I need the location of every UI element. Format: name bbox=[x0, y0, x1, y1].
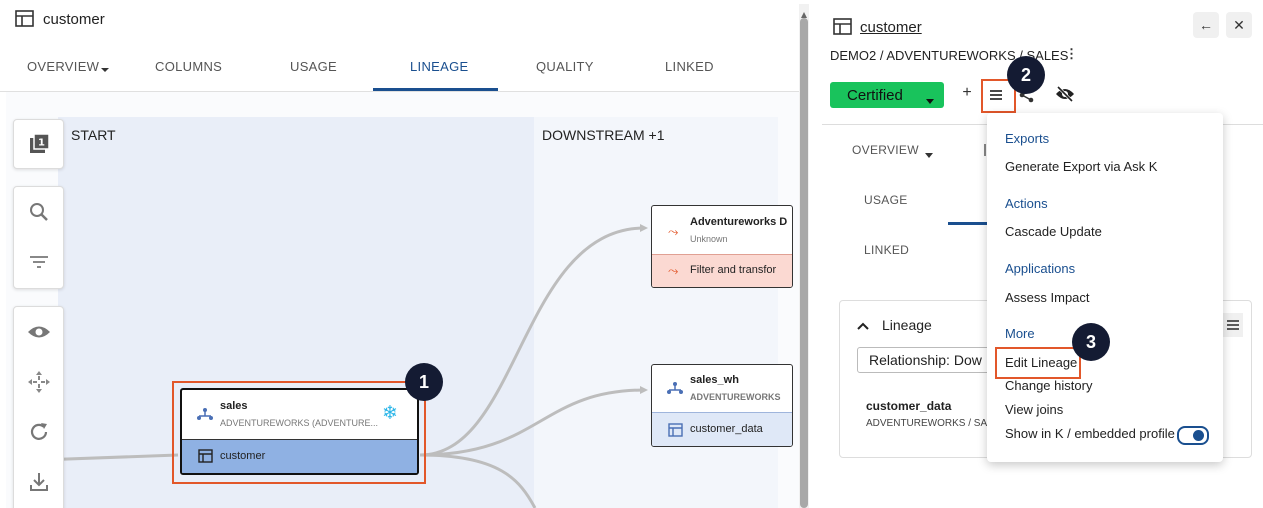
toggle-knob bbox=[1193, 430, 1204, 441]
search-icon[interactable] bbox=[14, 197, 63, 227]
process-icon: ⤳ bbox=[668, 224, 679, 239]
sales-wh-node[interactable]: sales_wh ADVENTUREWORKS customer_data bbox=[651, 364, 793, 447]
menu-icon[interactable] bbox=[983, 82, 1009, 108]
menu-item-edit-lineage[interactable]: Edit Lineage bbox=[1005, 355, 1078, 370]
schema-icon bbox=[196, 406, 214, 427]
center-focus-icon[interactable] bbox=[14, 367, 63, 397]
chevron-up-icon[interactable] bbox=[857, 317, 869, 335]
lineage-section-title: Lineage bbox=[882, 317, 932, 333]
step-badge-3: 3 bbox=[1072, 323, 1110, 361]
tab-usage[interactable]: USAGE bbox=[290, 59, 338, 74]
menu-icon[interactable] bbox=[1223, 313, 1243, 337]
menu-item-generate-export[interactable]: Generate Export via Ask K bbox=[1005, 159, 1158, 174]
sales-wh-node-title: sales_wh bbox=[690, 374, 739, 386]
caret-down-icon bbox=[925, 92, 935, 110]
menu-heading-actions: Actions bbox=[1005, 196, 1048, 211]
close-icon[interactable]: ✕ bbox=[1226, 12, 1252, 38]
step-badge-1: 1 bbox=[405, 363, 443, 401]
more-vert-icon[interactable]: ⋮ bbox=[1065, 46, 1078, 61]
tab-divider bbox=[0, 91, 800, 92]
sales-wh-node-subtitle: ADVENTUREWORKS bbox=[690, 392, 781, 402]
sales-node-subtitle: ADVENTUREWORKS (ADVENTURE... bbox=[220, 418, 379, 428]
menu-item-cascade-update[interactable]: Cascade Update bbox=[1005, 224, 1102, 239]
relationship-select-value: Relationship: Dow bbox=[869, 352, 982, 368]
scrollbar-thumb[interactable] bbox=[800, 18, 808, 508]
toolbar-group-view: 1 bbox=[13, 119, 64, 169]
snowflake-icon: ❄ bbox=[382, 403, 398, 424]
menu-heading-exports: Exports bbox=[1005, 131, 1050, 146]
show-in-k-toggle[interactable] bbox=[1177, 426, 1209, 445]
table-icon bbox=[833, 18, 853, 41]
menu-item-view-joins[interactable]: View joins bbox=[1005, 402, 1064, 417]
back-arrow-icon[interactable]: ← bbox=[1193, 12, 1219, 38]
tab-partial bbox=[984, 144, 986, 156]
table-icon bbox=[668, 423, 683, 443]
tab-linked[interactable]: LINKED bbox=[665, 59, 714, 74]
eye-off-icon[interactable] bbox=[1055, 85, 1075, 108]
highlight-box-sales bbox=[172, 381, 426, 484]
sales-node[interactable]: sales ADVENTUREWORKS (ADVENTURE... ❄ cus… bbox=[180, 388, 419, 475]
actions-dropdown-menu: Exports Generate Export via Ask K Action… bbox=[987, 113, 1223, 462]
download-icon[interactable] bbox=[14, 467, 63, 497]
adventureworks-node[interactable]: ⤳ Adventureworks D Unknown ⤳ Filter and … bbox=[651, 205, 793, 288]
svg-text:1: 1 bbox=[38, 138, 45, 149]
highlight-box-menu bbox=[981, 79, 1016, 113]
tab-linked[interactable]: LINKED bbox=[864, 243, 910, 257]
adventureworks-node-subtitle: Unknown bbox=[690, 234, 728, 244]
lineage-item-title[interactable]: customer_data bbox=[866, 399, 952, 413]
menu-item-assess-impact[interactable]: Assess Impact bbox=[1005, 290, 1090, 305]
tab-overview[interactable]: OVERVIEW bbox=[852, 143, 919, 157]
tab-overview[interactable]: OVERVIEW bbox=[27, 59, 100, 74]
filter-icon[interactable] bbox=[14, 247, 63, 277]
sales-node-title: sales bbox=[220, 400, 248, 412]
active-tab-indicator bbox=[948, 222, 988, 225]
toolbar-group-search bbox=[13, 186, 64, 289]
tab-usage[interactable]: USAGE bbox=[864, 193, 908, 207]
caret-down-icon[interactable] bbox=[925, 146, 934, 164]
menu-heading-more: More bbox=[1005, 326, 1035, 341]
certified-label: Certified bbox=[847, 87, 903, 104]
tab-lineage[interactable]: LINEAGE bbox=[410, 59, 469, 74]
adventureworks-node-item[interactable]: ⤳ Filter and transfor bbox=[652, 254, 792, 287]
certified-button[interactable]: Certified bbox=[830, 82, 944, 108]
menu-item-show-in-k: Show in K / embedded profile bbox=[1005, 426, 1175, 441]
sales-node-item-label: customer bbox=[220, 450, 266, 462]
caret-down-icon[interactable] bbox=[100, 61, 110, 79]
lineage-panel: customer OVERVIEW COLUMNS USAGE LINEAGE … bbox=[0, 10, 800, 508]
start-column-label: START bbox=[71, 127, 116, 143]
lineage-item-subtitle: ADVENTUREWORKS / SAL bbox=[866, 418, 993, 429]
tab-columns[interactable]: COLUMNS bbox=[155, 59, 223, 74]
layer-count-icon[interactable]: 1 bbox=[14, 120, 63, 168]
adventureworks-node-title: Adventureworks D bbox=[690, 216, 788, 228]
table-icon bbox=[198, 449, 213, 469]
sales-wh-node-item-label: customer_data bbox=[690, 423, 763, 435]
step-badge-2: 2 bbox=[1007, 56, 1045, 94]
table-icon bbox=[15, 10, 35, 28]
active-tab-indicator bbox=[373, 88, 498, 91]
page-title: customer bbox=[43, 11, 105, 28]
detail-title-link[interactable]: customer bbox=[860, 19, 922, 36]
sales-node-item[interactable]: customer bbox=[182, 439, 417, 473]
scroll-up-icon[interactable] bbox=[800, 6, 808, 24]
add-icon[interactable]: + bbox=[962, 84, 972, 101]
lineage-edges bbox=[39, 224, 648, 508]
process-icon: ⤳ bbox=[668, 263, 679, 278]
refresh-icon[interactable] bbox=[14, 417, 63, 447]
adventureworks-node-item-label: Filter and transfor bbox=[690, 264, 777, 276]
highlight-box-edit-lineage bbox=[995, 347, 1081, 379]
eye-icon[interactable] bbox=[14, 317, 63, 347]
tab-quality[interactable]: QUALITY bbox=[536, 59, 594, 74]
menu-item-change-history[interactable]: Change history bbox=[1005, 378, 1093, 393]
downstream-column-label: DOWNSTREAM +1 bbox=[542, 127, 665, 143]
sales-wh-node-item[interactable]: customer_data bbox=[652, 412, 792, 446]
schema-icon bbox=[666, 380, 684, 401]
toolbar-group-actions bbox=[13, 306, 64, 508]
menu-heading-applications: Applications bbox=[1005, 261, 1076, 276]
breadcrumb[interactable]: DEMO2 / ADVENTUREWORKS / SALES bbox=[830, 48, 1069, 63]
